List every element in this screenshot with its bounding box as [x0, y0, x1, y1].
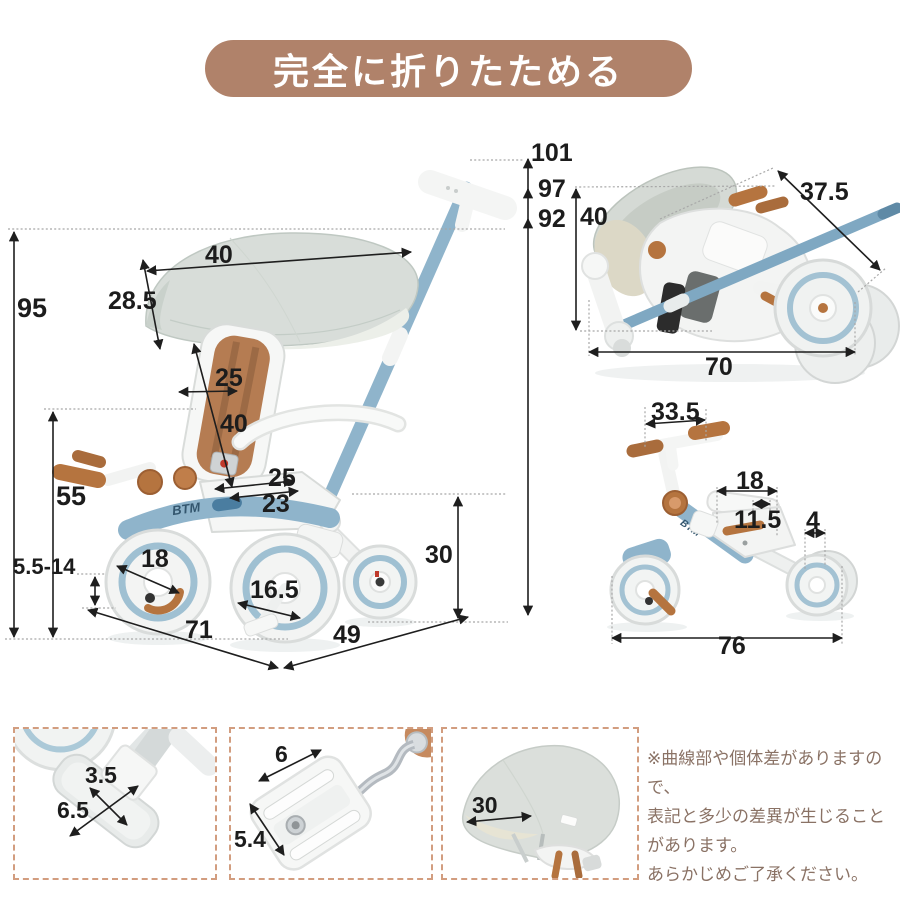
dim-bike-handlebar: 33.5 [651, 398, 700, 426]
dim-canopy-width: 40 [205, 241, 233, 269]
pedal-illustration [249, 729, 431, 871]
dim-bike-seat-width: 11.5 [734, 506, 782, 534]
canopy-illustration [462, 744, 620, 878]
dim-backrest-width: 25 [215, 364, 243, 392]
dim-seat-width: 25 [268, 464, 296, 492]
dim-folded-diagonal: 37.5 [800, 178, 849, 206]
canopy-detail-box [441, 727, 639, 880]
title-text: 完全に折りたためる [272, 50, 624, 92]
dim-seat-back-height: 55 [56, 481, 87, 511]
dim-rear-length: 49 [333, 621, 361, 649]
brand-logo-main: BTM [171, 499, 202, 518]
dim-footrest-clearance: 5.5-14 [13, 554, 76, 579]
dim-canopy-depth: 28.5 [108, 287, 157, 315]
dim-pedal-width: 6 [275, 741, 288, 767]
note-line: ※曲線部や個体差がありますので、 [647, 749, 883, 797]
folded-tricycle-illustration [581, 166, 900, 384]
dim-folded-length: 70 [705, 353, 733, 381]
dim-bike-rear-width: 4 [806, 507, 820, 535]
title-banner: 完全に折りたためる [205, 40, 692, 97]
dim-mid-wheel: 16.5 [250, 576, 299, 604]
dim-footrest-length: 6.5 [57, 797, 89, 823]
note-line: があります。 [647, 836, 748, 855]
dim-overall-height: 95 [17, 293, 48, 323]
dim-rear-height: 30 [425, 541, 453, 569]
dim-seat-depth: 23 [262, 490, 290, 518]
balance-bike-illustration: BTM [607, 421, 858, 632]
note-line: 表記と多少の差異が生じること [647, 807, 885, 826]
dim-pedal-length: 5.4 [234, 826, 266, 852]
dim-handle-high: 101 [531, 139, 573, 167]
footrest-illustration [15, 729, 215, 849]
dim-folded-height: 40 [580, 203, 608, 231]
dim-bike-length: 76 [718, 632, 746, 660]
disclaimer-note: ※曲線部や個体差がありますので、 表記と多少の差異が生じること があります。 あ… [647, 744, 899, 889]
pedal-detail-box [229, 727, 433, 880]
dim-bike-seat-length: 18 [736, 467, 764, 495]
dim-handle-mid: 97 [538, 175, 566, 203]
dim-footrest-width: 3.5 [85, 762, 117, 788]
note-line: あらかじめご了承ください。 [647, 865, 868, 884]
dim-handle-low: 92 [538, 205, 566, 233]
dim-backrest-height: 40 [220, 410, 248, 438]
dim-front-wheel: 18 [141, 545, 169, 573]
footrest-detail-box [13, 727, 217, 880]
main-tricycle-illustration: BTM [52, 170, 517, 652]
dim-canopy-opening: 30 [472, 792, 498, 818]
dim-front-length: 71 [185, 616, 213, 644]
